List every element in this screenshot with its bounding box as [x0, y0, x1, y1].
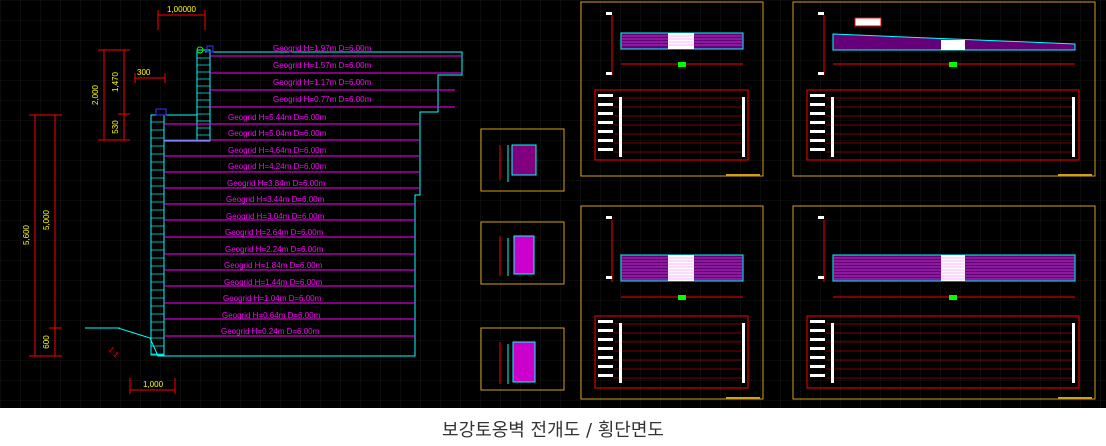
page-caption: 보강토옹벽 전개도 / 횡단면도	[442, 420, 664, 441]
geogrid-lower-label: Geogrid H=1.84m D=6.00m	[224, 261, 323, 270]
geogrid-lower-group: Geogrid H=5.44m D=6.00m Geogrid H=5.04m …	[164, 113, 420, 337]
geogrid-lower-label: Geogrid H=2.64m D=6.00m	[225, 228, 324, 237]
geogrid-upper-label: Geogrid H=1.97m D=6.00m	[273, 44, 372, 53]
dim-5000: 5,000	[42, 209, 51, 230]
wall-block-ticks	[151, 57, 210, 355]
dim-left: 2,000 1,470 530 5,600 5,000 600	[22, 49, 130, 357]
geogrid-lower-label: Geogrid H=1.44m D=6.00m	[224, 278, 323, 287]
dim-530: 530	[111, 120, 120, 134]
dim-600: 600	[42, 335, 51, 349]
geogrid-lower-label: Geogrid H=1.04m D=6.00m	[223, 294, 322, 303]
elevation-details	[598, 12, 1075, 383]
geogrid-lower-label: Geogrid H=5.04m D=6.00m	[228, 129, 327, 138]
geogrid-lower-label: Geogrid H=2.24m D=6.00m	[225, 245, 324, 254]
geogrid-lower-label: Geogrid H=0.24m D=6.00m	[221, 327, 320, 336]
dim-step: 300	[134, 68, 166, 83]
geogrid-lower-label: Geogrid H=4.64m D=6.00m	[228, 146, 327, 155]
thumb-sheet-2	[480, 221, 565, 285]
dim-1470: 1,470	[111, 71, 120, 92]
dim-top-width-label: 1,000	[167, 5, 188, 14]
dim-bottom-width: 1,000	[129, 378, 176, 394]
thumb-sheet-3	[480, 327, 565, 391]
geogrid-upper-group: Geogrid H=1.97m D=6.00m Geogrid H=1.57m …	[210, 44, 462, 108]
geogrid-lower-label: Geogrid H=4.24m D=6.00m	[228, 162, 327, 171]
cross-section: 1,000 00 300 2,000 1,470 530 5,600	[22, 5, 463, 394]
cad-drawing: 1,000 00 300 2,000 1,470 530 5,600	[0, 0, 1106, 408]
geogrid-lower-label: Geogrid H=0.64m D=6.00m	[222, 311, 321, 320]
dim-step-label: 300	[137, 68, 151, 77]
dim-bottom-width-label: 1,000	[143, 380, 164, 389]
wall-outline	[85, 49, 463, 357]
geogrid-lower-label: Geogrid H=3.44m D=6.00m	[226, 195, 325, 204]
dim-2000: 2,000	[91, 84, 100, 105]
geogrid-lower-label: Geogrid H=5.44m D=6.00m	[228, 113, 327, 122]
elevation-sheet-4	[792, 205, 1096, 400]
dim-top-width-overlap: 00	[187, 5, 196, 14]
dim-5600: 5,600	[22, 224, 31, 245]
geogrid-upper-label: Geogrid H=1.17m D=6.00m	[273, 78, 372, 87]
geogrid-upper-label: Geogrid H=1.57m D=6.00m	[273, 61, 372, 70]
geogrid-lower-label: Geogrid H=3.84m D=6.00m	[227, 179, 326, 188]
thumb-sheet-1	[480, 128, 565, 192]
geogrid-upper-label: Geogrid H=0.77m D=6.00m	[273, 95, 372, 104]
elevation-sheet-2	[792, 1, 1096, 177]
thumbnail-sheets	[480, 128, 565, 391]
dim-top-width: 1,000 00	[157, 5, 206, 30]
geogrid-lower-label: Geogrid H=3.04m D=6.00m	[226, 212, 325, 221]
elevation-sheet-3	[580, 205, 764, 400]
elevation-sheets	[580, 1, 1096, 400]
